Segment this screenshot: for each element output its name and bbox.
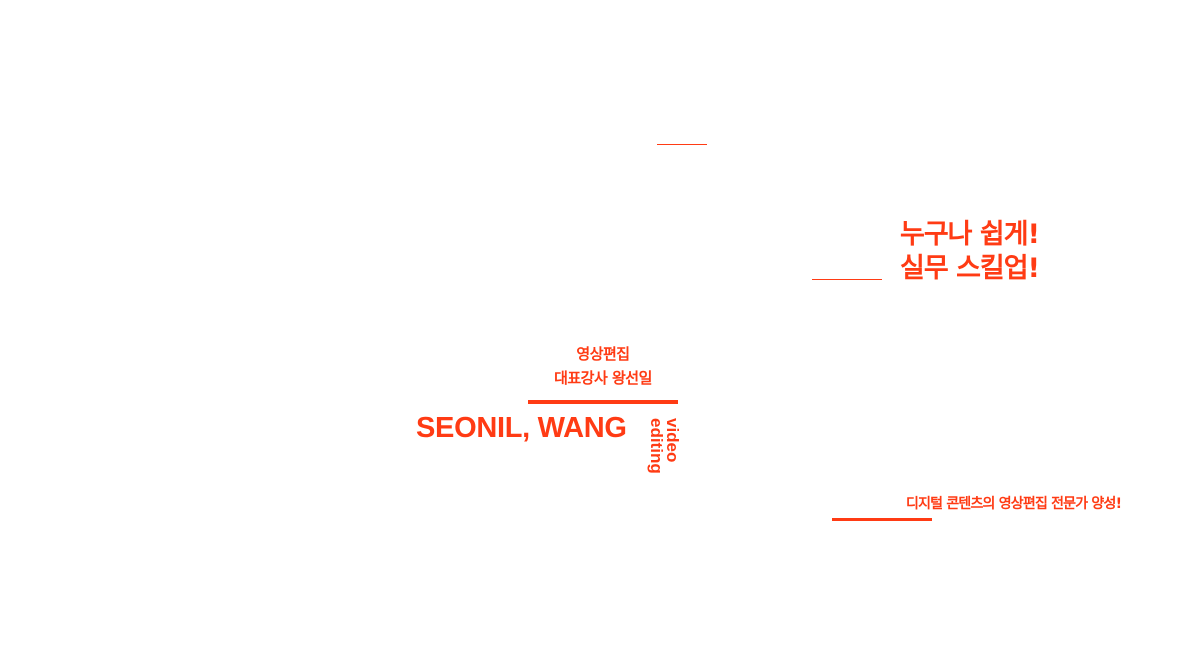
divider-instructor <box>528 400 678 404</box>
headline-line-1: 누구나 쉽게! <box>900 219 1040 250</box>
tagline: 디지털 콘텐츠의 영상편집 전문가 양성! <box>906 496 1122 512</box>
instructor-name: SEONIL, WANG <box>416 412 627 444</box>
headline: 누구나 쉽게! 실무 스킬업! <box>900 218 1040 286</box>
instructor-title: 대표강사 왕선일 <box>554 369 652 387</box>
divider-tagline <box>832 518 932 521</box>
instructor-subtitle: 영상편집 대표강사 왕선일 <box>528 342 678 390</box>
vertical-label: video editing <box>642 418 682 478</box>
subject-label: 영상편집 <box>576 345 630 363</box>
vertical-label-video: video <box>663 418 682 463</box>
headline-line-2: 실무 스킬업! <box>900 253 1040 284</box>
divider-headline <box>812 279 882 280</box>
divider-top <box>657 144 707 145</box>
vertical-label-editing: editing <box>647 418 666 474</box>
